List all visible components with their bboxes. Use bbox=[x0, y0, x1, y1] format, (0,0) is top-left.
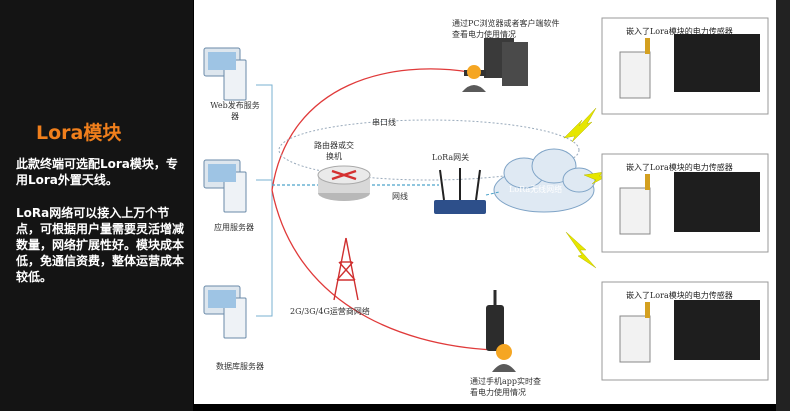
serial-label: 串口线 bbox=[372, 118, 396, 127]
feature-description: 此款终端可选配Lora模块，专用Lora外置天线。 bbox=[16, 157, 178, 187]
server-connection-lines bbox=[256, 84, 273, 317]
lora-gateway-icon bbox=[434, 168, 486, 214]
diagram-graphics bbox=[203, 17, 769, 381]
lora-cloud-icon bbox=[493, 148, 596, 213]
left-panel: Lora模块 此款终端可选配Lora模块，专用Lora外置天线。 LoRa网络可… bbox=[0, 0, 193, 411]
lightning-icon bbox=[563, 107, 610, 269]
pc-client-icon bbox=[462, 38, 528, 92]
sensor-title-2: 嵌入了Lora模块的电力传感器 bbox=[626, 163, 733, 172]
lora-gateway-label: LoRa网关 bbox=[432, 153, 470, 162]
cell-tower-icon bbox=[333, 237, 359, 301]
sensor-title-3: 嵌入了Lora模块的电力传感器 bbox=[626, 291, 733, 300]
serial-cable-line bbox=[278, 119, 580, 181]
sensor-image bbox=[674, 34, 760, 360]
right-edge-strip bbox=[776, 0, 790, 411]
lora-network-label: LoRa无线网络 bbox=[509, 185, 563, 194]
router-label: 路由器或交换机 bbox=[314, 141, 354, 161]
web-server-label: Web发布服务器 bbox=[210, 101, 260, 121]
ethernet-label: 网线 bbox=[392, 192, 408, 201]
module-antenna bbox=[645, 38, 650, 318]
monitor-screen-icon bbox=[208, 52, 236, 308]
mobile-phone-icon bbox=[486, 290, 516, 372]
sensor-title-1: 嵌入了Lora模块的电力传感器 bbox=[626, 27, 733, 36]
mobile-app-label: 通过手机app实时查看电力使用情况 bbox=[470, 377, 542, 397]
lora-module-image bbox=[619, 51, 651, 363]
app-server-label: 应用服务器 bbox=[214, 223, 254, 232]
network-description: LoRa网络可以接入上万个节点，可根据用户量需要灵活增减数量，网络扩展性好。模块… bbox=[16, 206, 185, 284]
db-server-label: 数据库服务器 bbox=[216, 362, 264, 371]
pc-client-label: 通过PC浏览器或者客户端软件查看电力使用情况 bbox=[452, 19, 560, 39]
product-title: Lora模块 bbox=[36, 122, 122, 144]
carrier-network-label: 2G/3G/4G运营商网络 bbox=[290, 307, 370, 316]
router-icon bbox=[317, 165, 371, 201]
network-diagram: Web发布服务器 应用服务器 数据库服务器 路由器或交换机 串口线 网线 LoR… bbox=[194, 0, 776, 404]
red-link-lines bbox=[271, 68, 495, 351]
